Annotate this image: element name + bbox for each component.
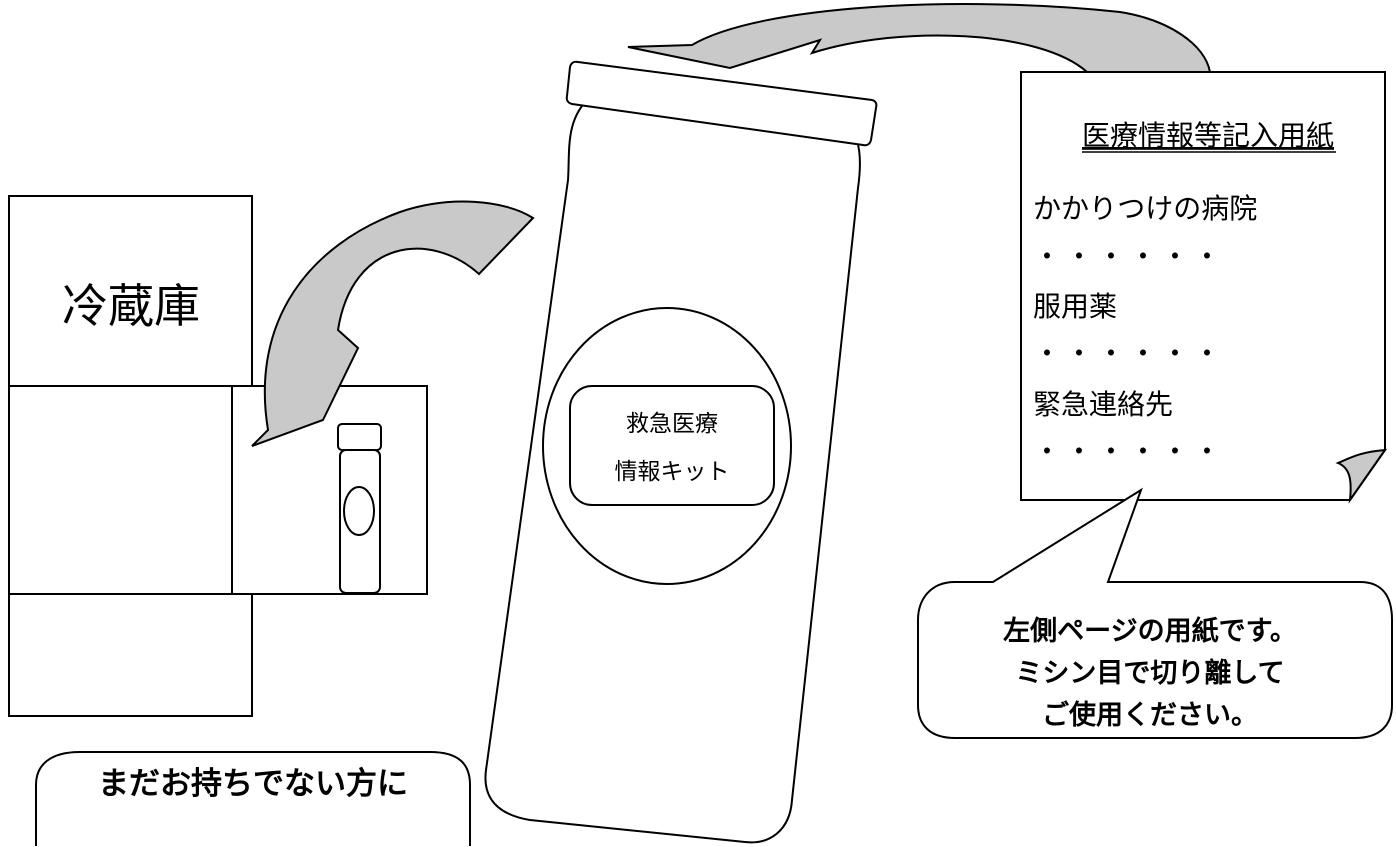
fridge-middle-section bbox=[8, 385, 253, 595]
arrow-form-to-bottle bbox=[627, 3, 1212, 73]
form-item-medication: 服用薬 bbox=[1033, 290, 1117, 323]
form-dots-3: ・・・・・・ bbox=[1033, 435, 1225, 468]
kit-label-line2: 情報キット bbox=[615, 459, 730, 485]
form-page-curl bbox=[1335, 448, 1388, 504]
form-item-emergency-contact: 緊急連絡先 bbox=[1033, 388, 1173, 421]
form-title: 医療情報等記入用紙 bbox=[1082, 119, 1334, 152]
form-dots-2: ・・・・・・ bbox=[1033, 337, 1225, 370]
callout-right-line3: ご使用ください。 bbox=[1042, 699, 1258, 731]
fridge-label: 冷蔵庫 bbox=[62, 279, 200, 333]
small-kit-icon bbox=[337, 423, 382, 594]
kit-label-line1: 救急医療 bbox=[626, 411, 718, 437]
arrow-into-fridge bbox=[251, 200, 535, 447]
kit-label-box bbox=[569, 385, 775, 506]
callout-left-bubble bbox=[35, 751, 471, 846]
callout-right-line2: ミシン目で切り離して bbox=[1015, 657, 1284, 689]
medical-info-form: 医療情報等記入用紙 かかりつけの病院 ・・・・・・ 服用薬 ・・・・・・ 緊急連… bbox=[1020, 71, 1388, 504]
form-dots-1: ・・・・・・ bbox=[1033, 240, 1225, 273]
kit-bottle-lid bbox=[565, 60, 878, 147]
fridge-bottom-door bbox=[8, 593, 253, 717]
form-item-hospital: かかりつけの病院 bbox=[1033, 192, 1257, 225]
callout-right-bubble bbox=[917, 487, 1393, 739]
callout-right-line1: 左側ページの用紙です。 bbox=[1003, 615, 1297, 647]
callout-left-text: まだお持ちでない方に bbox=[98, 766, 408, 802]
kit-bottle: 救急医療 情報キット bbox=[484, 60, 878, 844]
refrigerator: 冷蔵庫 bbox=[8, 195, 428, 717]
fridge-top-door bbox=[8, 195, 253, 387]
fridge-door-pocket bbox=[231, 385, 428, 595]
